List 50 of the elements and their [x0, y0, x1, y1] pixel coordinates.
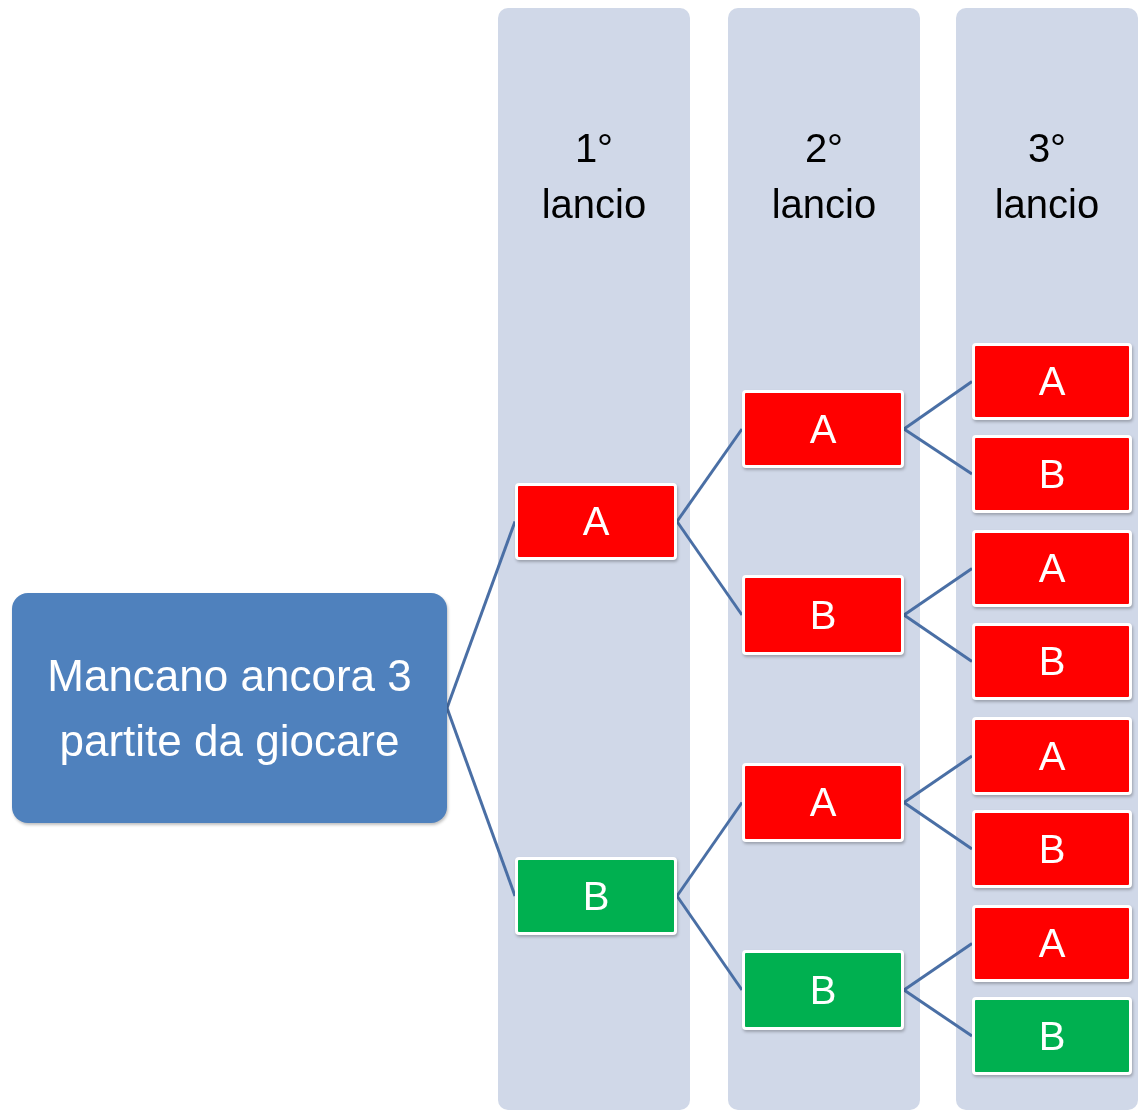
box-label: B	[1038, 826, 1066, 872]
outcome-box	[972, 717, 1132, 795]
box-label: A	[1038, 359, 1066, 404]
column-header: 2° lancio	[770, 125, 878, 228]
outcome-box	[972, 997, 1132, 1075]
box-label: B	[1038, 451, 1066, 497]
connector-line	[903, 613, 973, 663]
box-label: B	[582, 873, 610, 919]
column-band	[728, 8, 920, 1110]
outcome-box	[742, 575, 904, 655]
outcome-box	[742, 390, 904, 468]
box-label: A	[1038, 921, 1066, 966]
connector-line	[903, 380, 973, 431]
connector-line	[675, 428, 744, 523]
box-label: B	[809, 967, 837, 1013]
column-band	[956, 8, 1138, 1110]
outcome-box	[972, 343, 1132, 420]
connector-line	[903, 567, 973, 617]
box-label: A	[1038, 733, 1066, 779]
connector-line	[903, 427, 973, 476]
column-band	[498, 8, 690, 1110]
box-label: Mancano ancora 3 partite da giocare	[46, 650, 413, 767]
outcome-box	[515, 483, 677, 560]
outcome-box	[742, 763, 904, 842]
column-header: 1° lancio	[540, 125, 648, 228]
box-label: A	[809, 780, 837, 825]
outcome-box	[972, 810, 1132, 888]
outcome-box	[972, 435, 1132, 513]
outcome-box	[972, 623, 1132, 700]
connector-line	[903, 754, 973, 804]
outcome-box	[742, 950, 904, 1030]
connector-line	[445, 521, 517, 709]
connector-line	[903, 988, 973, 1038]
box-label: B	[1038, 1013, 1066, 1059]
column-header: 3° lancio	[993, 125, 1101, 228]
connector-line	[903, 942, 973, 992]
connector-line	[675, 895, 744, 991]
connector-line	[445, 707, 517, 897]
outcome-box	[972, 905, 1132, 982]
box-label: B	[809, 592, 837, 638]
outcome-box	[515, 857, 677, 935]
box-label: B	[1038, 639, 1066, 684]
box-label: A	[1038, 546, 1066, 591]
outcome-box	[972, 530, 1132, 607]
connector-line	[675, 520, 744, 616]
start-box	[12, 593, 447, 823]
connector-line	[675, 801, 744, 897]
box-label: A	[809, 406, 837, 452]
box-label: A	[582, 499, 610, 544]
connector-line	[903, 801, 973, 851]
